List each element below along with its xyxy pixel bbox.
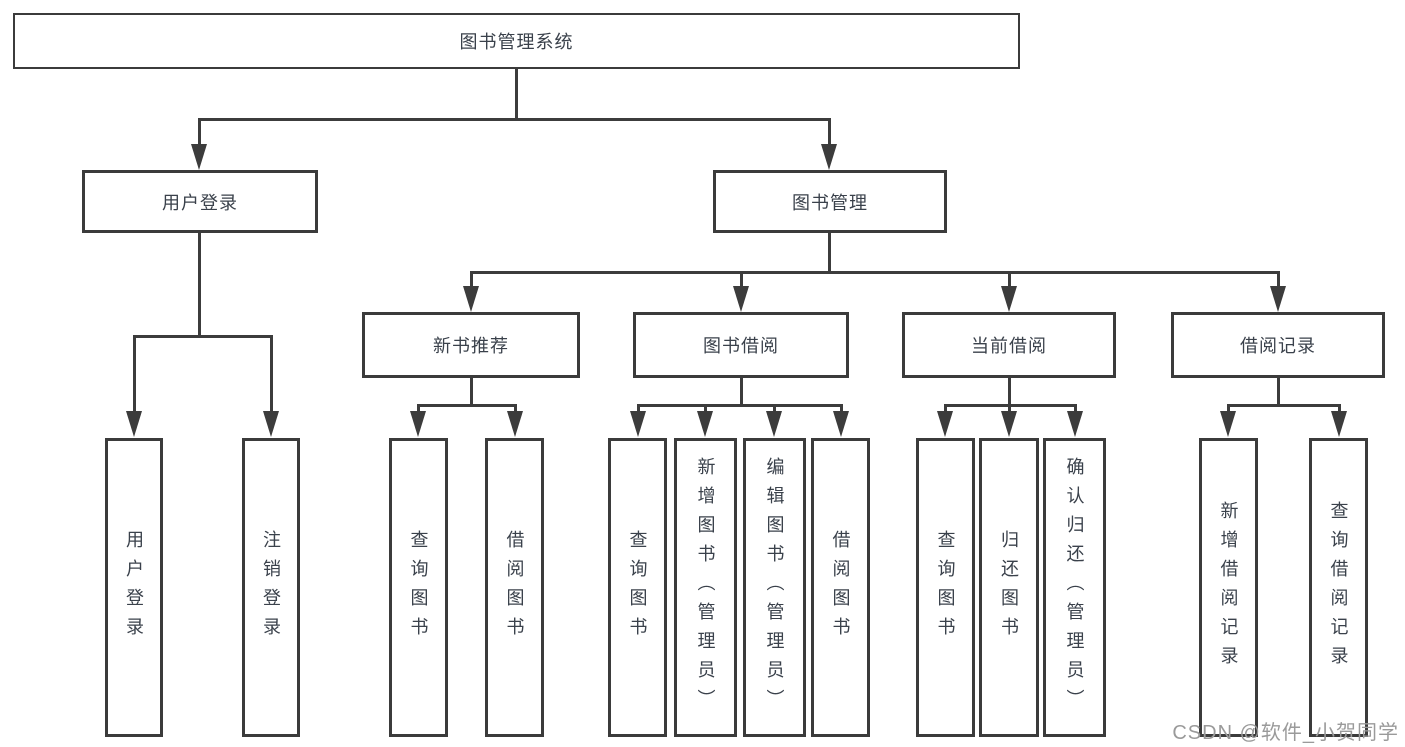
leaf-confirm-return-admin: 确认归还（管理员） xyxy=(1043,438,1106,737)
leaf-return-book-label: 归还图书 xyxy=(999,529,1019,646)
connector-line xyxy=(270,335,273,413)
connector-line xyxy=(133,335,136,413)
connector-line xyxy=(1008,378,1011,406)
arrow-down-icon xyxy=(630,411,646,437)
connector-line xyxy=(133,335,273,338)
arrow-down-icon xyxy=(126,411,142,437)
arrow-down-icon xyxy=(507,411,523,437)
connector-line xyxy=(637,404,843,407)
node-current-borrowing-label: 当前借阅 xyxy=(971,336,1047,356)
node-root: 图书管理系统 xyxy=(13,13,1020,69)
leaf-query-books-recommend: 查询图书 xyxy=(389,438,448,737)
connector-line xyxy=(773,404,776,414)
leaf-query-borrow-record: 查询借阅记录 xyxy=(1309,438,1368,737)
arrow-down-icon xyxy=(733,286,749,312)
connector-line xyxy=(704,404,707,414)
connector-line xyxy=(1227,404,1341,407)
csdn-watermark: CSDN @软件_小贺同学 xyxy=(1172,722,1399,744)
leaf-borrow-books-borrowing-label: 借阅图书 xyxy=(830,529,851,646)
arrow-down-icon xyxy=(410,411,426,437)
arrow-down-icon xyxy=(1331,411,1347,437)
node-current-borrowing: 当前借阅 xyxy=(902,312,1116,378)
node-borrow-records: 借阅记录 xyxy=(1171,312,1385,378)
leaf-add-book-admin: 新增图书（管理员） xyxy=(674,438,737,737)
connector-line xyxy=(198,233,201,337)
connector-line xyxy=(1008,271,1011,288)
arrow-down-icon xyxy=(766,411,782,437)
leaf-add-book-admin-label: 新增图书（管理员） xyxy=(695,457,716,718)
leaf-query-borrow-record-label: 查询借阅记录 xyxy=(1328,500,1349,675)
connector-line xyxy=(828,118,831,148)
leaf-query-books-current-label: 查询图书 xyxy=(935,529,956,646)
arrow-down-icon xyxy=(697,411,713,437)
connector-line xyxy=(470,271,1280,274)
connector-line xyxy=(1277,378,1280,406)
arrow-down-icon xyxy=(463,286,479,312)
node-root-label: 图书管理系统 xyxy=(459,32,574,52)
connector-line xyxy=(1338,404,1341,414)
node-user-login: 用户登录 xyxy=(82,170,318,233)
leaf-add-borrow-record-label: 新增借阅记录 xyxy=(1218,500,1239,675)
arrow-down-icon xyxy=(263,411,279,437)
node-borrow-records-label: 借阅记录 xyxy=(1240,336,1316,356)
node-book-management: 图书管理 xyxy=(713,170,947,233)
connector-line xyxy=(944,404,947,414)
arrow-down-icon xyxy=(1001,286,1017,312)
leaf-user-login: 用户登录 xyxy=(105,438,163,737)
connector-line xyxy=(1277,271,1280,288)
connector-line xyxy=(198,118,831,121)
arrow-down-icon xyxy=(821,144,837,170)
connector-line xyxy=(944,404,1077,407)
connector-line xyxy=(740,271,743,288)
arrow-down-icon xyxy=(1270,286,1286,312)
node-book-borrowing-label: 图书借阅 xyxy=(703,336,779,356)
connector-line xyxy=(417,404,420,414)
arrow-down-icon xyxy=(937,411,953,437)
node-new-book-recommend-label: 新书推荐 xyxy=(433,336,509,356)
connector-line xyxy=(828,233,831,273)
leaf-return-book: 归还图书 xyxy=(979,438,1039,737)
connector-line xyxy=(514,404,517,414)
connector-line xyxy=(470,378,473,406)
leaf-add-borrow-record: 新增借阅记录 xyxy=(1199,438,1258,737)
leaf-query-books-borrowing: 查询图书 xyxy=(608,438,667,737)
connector-line xyxy=(198,118,201,148)
leaf-query-books-current: 查询图书 xyxy=(916,438,975,737)
leaf-borrow-books-recommend-label: 借阅图书 xyxy=(504,529,525,646)
leaf-edit-book-admin-label: 编辑图书（管理员） xyxy=(764,457,785,718)
leaf-query-books-borrowing-label: 查询图书 xyxy=(627,529,648,646)
node-user-login-label: 用户登录 xyxy=(162,192,238,213)
leaf-borrow-books-recommend: 借阅图书 xyxy=(485,438,544,737)
connector-line xyxy=(515,69,518,120)
connector-line xyxy=(637,404,640,414)
leaf-edit-book-admin: 编辑图书（管理员） xyxy=(743,438,806,737)
arrow-down-icon xyxy=(1067,411,1083,437)
connector-line xyxy=(740,378,743,406)
connector-line xyxy=(1227,404,1230,414)
leaf-confirm-return-admin-label: 确认归还（管理员） xyxy=(1064,457,1085,718)
leaf-logout: 注销登录 xyxy=(242,438,300,737)
arrow-down-icon xyxy=(1220,411,1236,437)
leaf-user-login-label: 用户登录 xyxy=(124,529,144,646)
connector-line xyxy=(1074,404,1077,414)
arrow-down-icon xyxy=(1001,411,1017,437)
leaf-logout-label: 注销登录 xyxy=(261,529,281,646)
connector-line xyxy=(417,404,517,407)
arrow-down-icon xyxy=(833,411,849,437)
connector-line xyxy=(840,404,843,414)
arrow-down-icon xyxy=(191,144,207,170)
connector-line xyxy=(470,271,473,288)
leaf-query-books-recommend-label: 查询图书 xyxy=(408,529,429,646)
node-book-management-label: 图书管理 xyxy=(792,192,868,213)
connector-line xyxy=(1008,404,1011,414)
node-new-book-recommend: 新书推荐 xyxy=(362,312,580,378)
leaf-borrow-books-borrowing: 借阅图书 xyxy=(811,438,870,737)
node-book-borrowing: 图书借阅 xyxy=(633,312,849,378)
